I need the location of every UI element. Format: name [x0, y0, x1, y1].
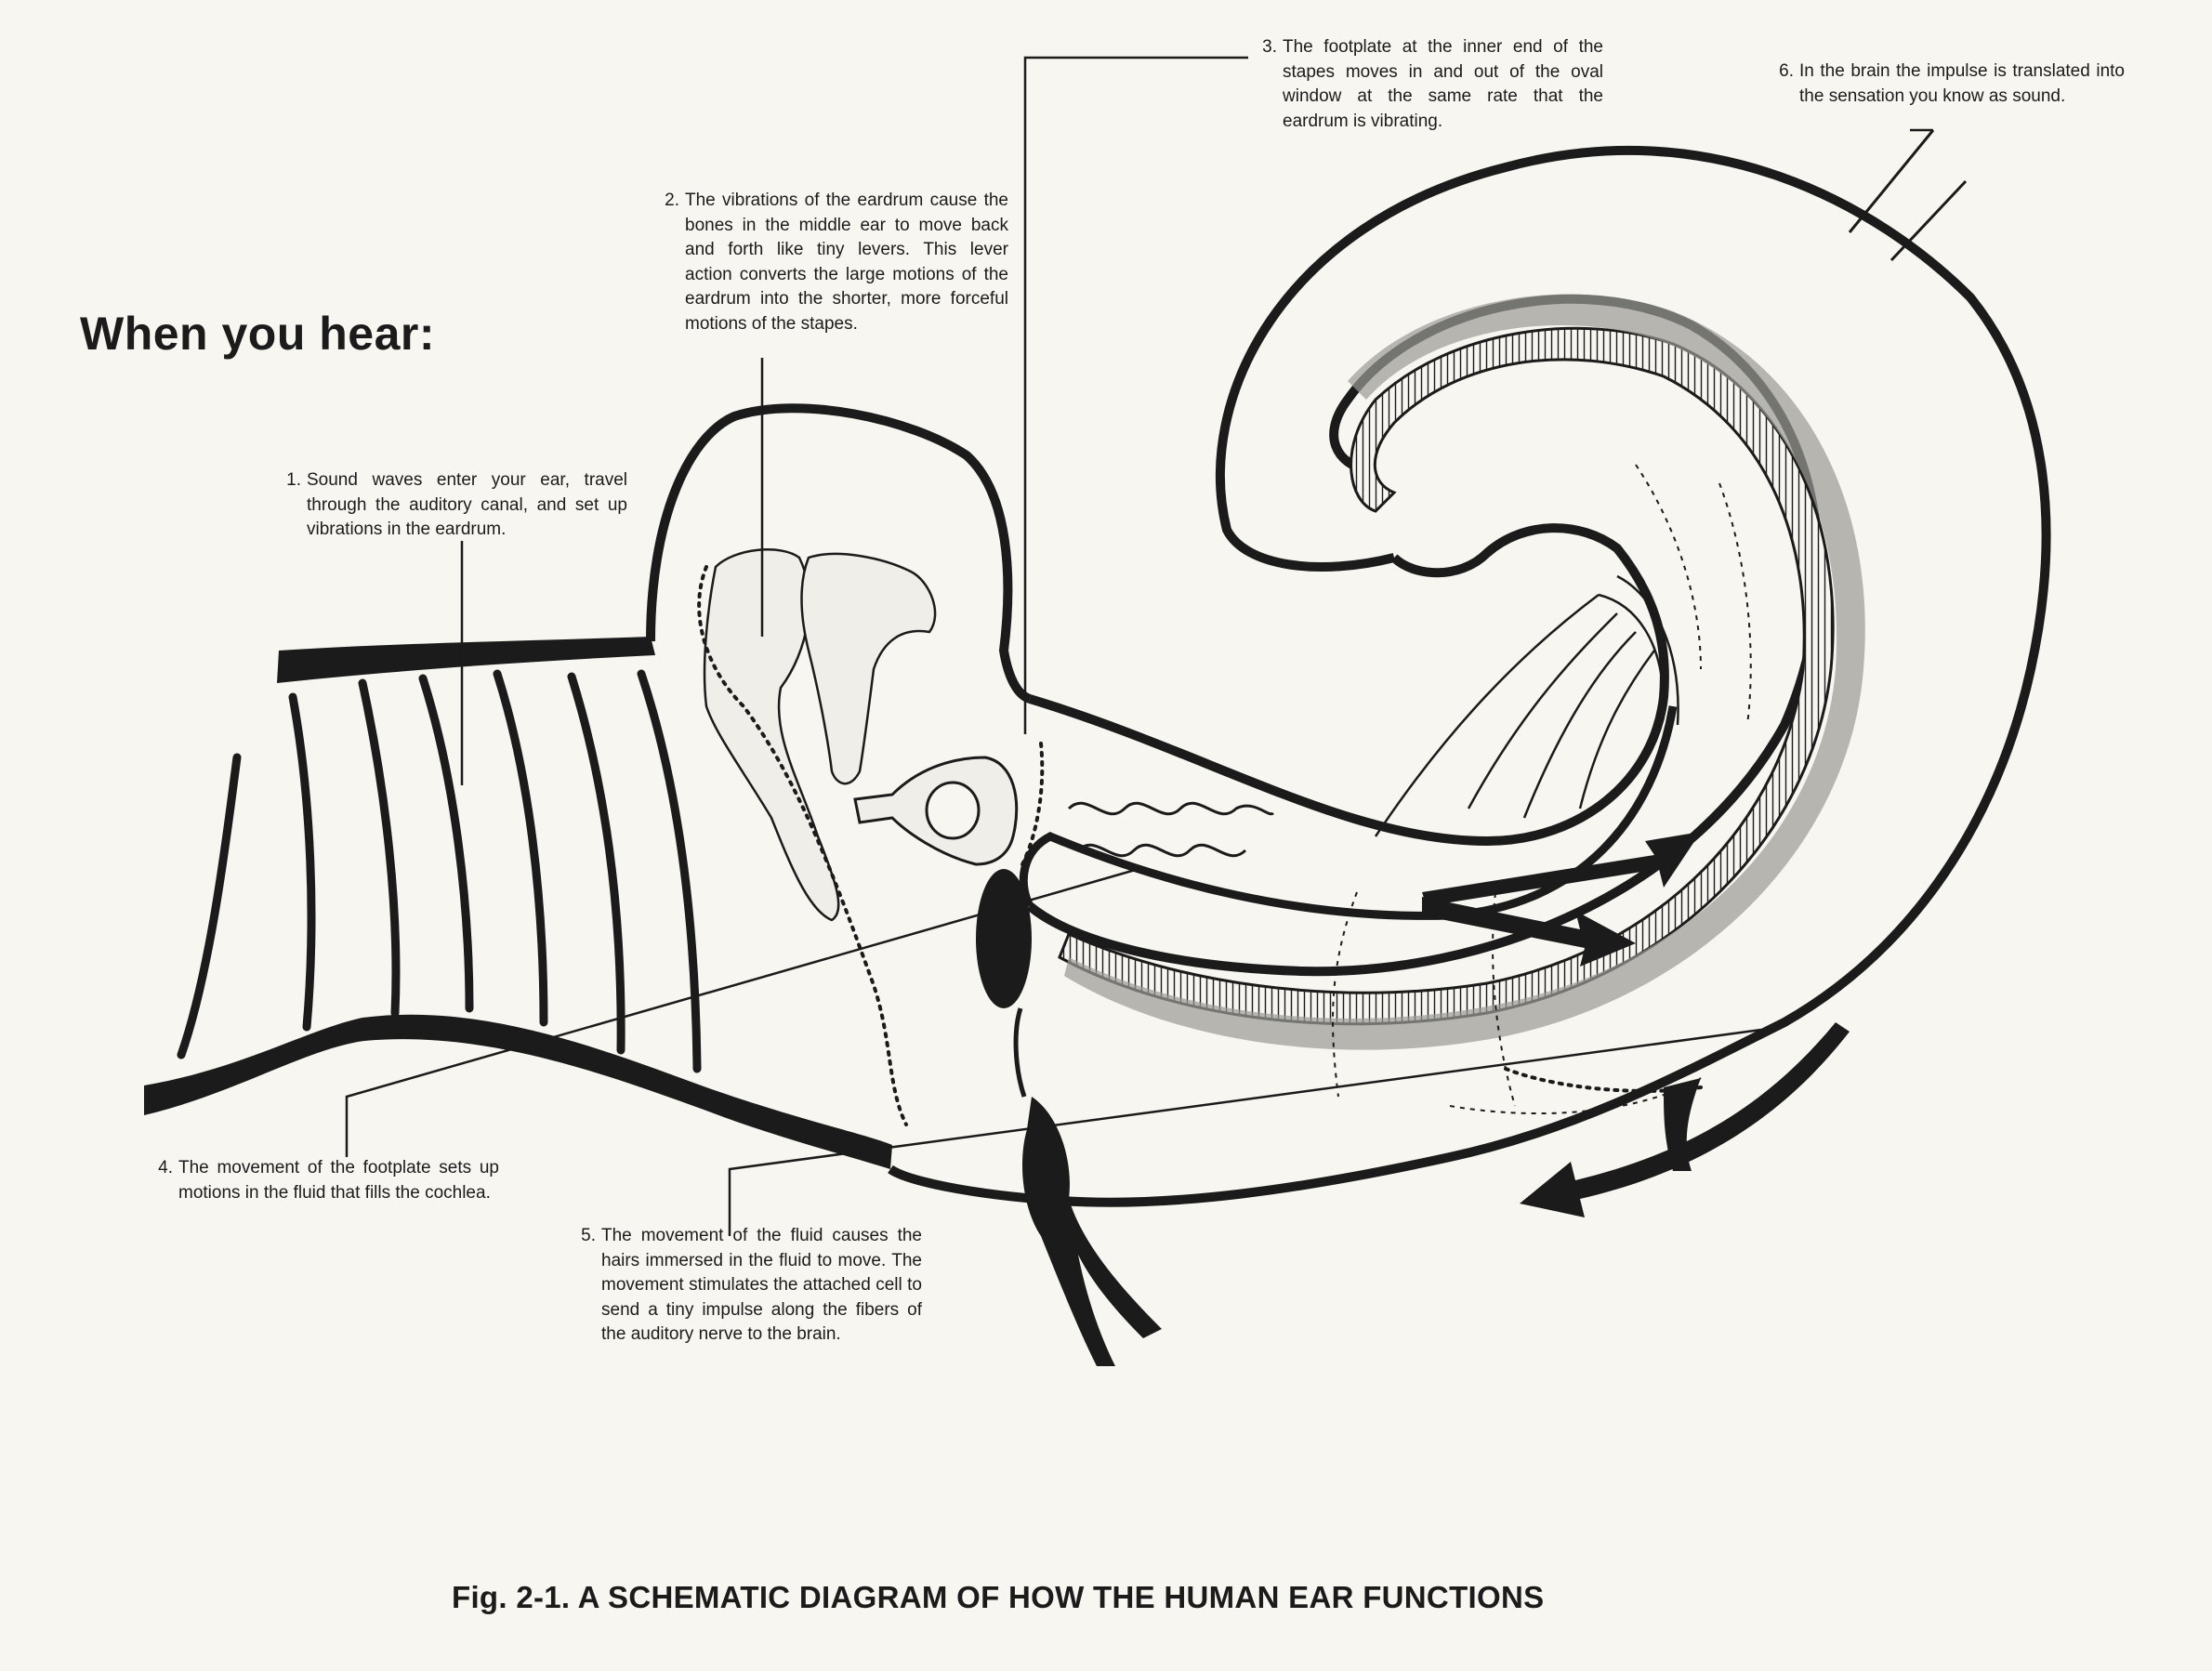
- middle-ear-chamber: [646, 403, 1032, 704]
- cochlea-upper-wall: [1028, 523, 1669, 847]
- arrow-return-tail: [1664, 1078, 1701, 1171]
- cochlea-outer-wall: [888, 145, 2051, 1207]
- step-2-note: 2. The vibrations of the eardrum cause t…: [665, 189, 1008, 336]
- brain-nerve-lines: [1848, 129, 1968, 262]
- step-1-text: Sound waves enter your ear, travel throu…: [307, 470, 627, 539]
- fluid-wave-lines: [1067, 801, 1275, 858]
- auditory-nerve: [1022, 1097, 1162, 1366]
- leader-step-5: [728, 1028, 1762, 1236]
- membrane-dotted: [1504, 1067, 1703, 1093]
- step-5-text: The movement of the fluid causes the hai…: [601, 1226, 922, 1344]
- figure-caption: Fig. 2-1. A SCHEMATIC DIAGRAM OF HOW THE…: [452, 1580, 1545, 1614]
- step-6-text: In the brain the impulse is translated i…: [1799, 61, 2125, 106]
- step-3-text: The footplate at the inner end of the st…: [1283, 37, 1603, 131]
- step-6-note: 6. In the brain the impulse is translate…: [1779, 59, 2125, 109]
- arrow-right-upper: [1422, 832, 1701, 906]
- step-2-number: 2.: [665, 191, 679, 210]
- auditory-canal: [144, 637, 892, 1169]
- nerve-fibers: [1374, 574, 1679, 837]
- step-3-number: 3.: [1262, 37, 1277, 57]
- step-1-note: 1. Sound waves enter your ear, travel th…: [286, 468, 627, 543]
- step-6-number: 6.: [1779, 61, 1794, 81]
- canal-lower-wall: [144, 1014, 892, 1169]
- step-4-number: 4.: [158, 1158, 173, 1178]
- step-4-note: 4. The movement of the footplate sets up…: [158, 1156, 499, 1205]
- flow-arrows: [1422, 832, 1850, 1217]
- arrow-right-lower: [1422, 897, 1636, 967]
- round-window-dotted: [1020, 742, 1045, 866]
- incus-bone: [800, 552, 937, 785]
- sound-wave-lines: [177, 669, 702, 1073]
- canal-upper-wall: [277, 637, 655, 683]
- page-heading: When you hear:: [80, 308, 436, 360]
- nerve-stalk: [1013, 1007, 1027, 1098]
- ossicles: [697, 548, 1703, 1126]
- step-5-number: 5.: [581, 1226, 596, 1245]
- step-2-text: The vibrations of the eardrum cause the …: [685, 191, 1008, 334]
- tympanic-membrane-dotted: [697, 565, 908, 1126]
- step-5-note: 5. The movement of the fluid causes the …: [581, 1224, 922, 1348]
- step-1-number: 1.: [286, 470, 301, 490]
- round-window: [976, 869, 1032, 1008]
- step-4-text: The movement of the footplate sets up mo…: [178, 1158, 499, 1203]
- leader-lines: [345, 56, 1933, 1236]
- cochlea-scala-boundary: [1019, 705, 1678, 920]
- stapes-foramen: [925, 781, 981, 840]
- arrow-return: [1520, 1022, 1850, 1217]
- leader-step-3: [1023, 56, 1248, 734]
- leader-step-4: [345, 867, 1139, 1157]
- step-3-note: 3. The footplate at the inner end of the…: [1262, 35, 1603, 134]
- basilar-membrane-hair-cells: [1058, 326, 1835, 1026]
